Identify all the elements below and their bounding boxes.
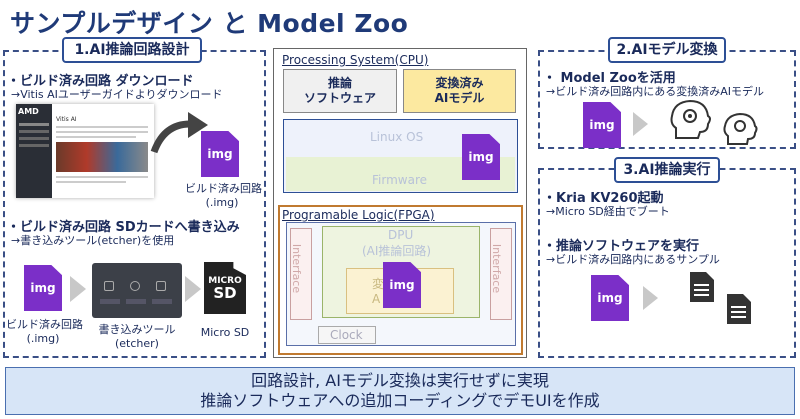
- dpu-label: DPU: [388, 228, 414, 242]
- section-1-label: 1.AI推論回路設計: [62, 37, 202, 63]
- interface-left-box: [290, 228, 312, 320]
- document-icon: [690, 272, 714, 302]
- pl-label: Programable Logic(FPGA): [282, 208, 435, 222]
- chevron-right-icon: [70, 276, 86, 302]
- section-3-label: 3.AI推論実行: [614, 157, 720, 183]
- img-file-icon-inference: img: [591, 275, 629, 321]
- s3-bullet-run-software: ・推論ソフトウェアを実行: [543, 239, 700, 254]
- s2-bullet-model-zoo: ・ Model Zooを活用: [543, 71, 676, 86]
- img-file-icon-model: img: [583, 102, 621, 148]
- s1-bullet-sd-write: ・ビルド済み回路 SDカードへ書き込み: [7, 220, 240, 235]
- clock-label: Clock: [330, 328, 363, 342]
- prebuilt-img-file-icon: img: [201, 131, 239, 177]
- s3-bullet-kria-boot-sub: →Micro SD経由でブート: [546, 205, 670, 218]
- inference-software-box: 推論 ソフトウェア: [283, 69, 397, 113]
- s3-bullet-run-software-sub: →ビルド済み回路内にあるサンプル: [546, 253, 720, 266]
- chevron-right-icon-2: [185, 276, 201, 302]
- s3-bullet-kria-boot: ・Kria KV260起動: [543, 191, 664, 206]
- interface-right-label: Interface: [490, 243, 504, 294]
- dpu-inner-label-1: 変: [372, 277, 385, 291]
- summary-line-2: 推論ソフトウェアへの追加コーディングでデモUIを作成: [200, 391, 600, 410]
- s1-bullet-download-sub: →Vitis AIユーザーガイドよりダウンロード: [11, 88, 223, 101]
- amd-logo: AMD: [18, 107, 39, 116]
- micro-sd-caption: Micro SD: [200, 326, 250, 339]
- interface-left-label: Interface: [290, 243, 304, 294]
- dpu-inner-label-2: A: [372, 292, 381, 306]
- vitis-ai-doc-screenshot: AMD Vitis AI: [16, 104, 154, 198]
- s2-bullet-model-zoo-sub: →ビルド済み回路内にある変換済みAIモデル: [546, 85, 764, 98]
- doc-heading: Vitis AI: [56, 116, 77, 123]
- chevron-right-icon-3: [633, 112, 648, 136]
- s1-bullet-sd-write-sub: →書き込みツール(etcher)を使用: [11, 234, 175, 247]
- prebuilt-img-caption-2: ビルド済み回路(.img): [6, 318, 83, 345]
- interface-right-box: [490, 228, 512, 320]
- etcher-tool-screenshot: [92, 263, 182, 318]
- clock-box: [318, 326, 376, 344]
- section-2-label: 2.AIモデル変換: [608, 37, 726, 63]
- s1-bullet-download: ・ビルド済み回路 ダウンロード: [7, 74, 194, 89]
- dpu-sublabel: (AI推論回路): [362, 244, 432, 258]
- ai-brain-head-icon: [670, 99, 711, 139]
- document-icon-2: [727, 294, 751, 324]
- pl-region: [278, 205, 523, 355]
- etcher-caption: 書き込みツール(etcher): [98, 323, 176, 350]
- ps-label: Processing System(CPU): [282, 53, 429, 67]
- kria-board-panel: [273, 48, 527, 358]
- prebuilt-img-file-icon-2: img: [24, 265, 62, 311]
- firmware-label: Firmware: [372, 173, 427, 187]
- download-arrow: [150, 112, 208, 154]
- page-title: サンプルデザイン と Model Zoo: [10, 9, 409, 38]
- summary-banner: 回路設計, AIモデル変換は実行せずに実現 推論ソフトウェアへの追加コーディング…: [5, 367, 795, 415]
- ai-brain-head-icon-2: [723, 112, 758, 145]
- prebuilt-img-caption: ビルド済み回路(.img): [185, 182, 262, 209]
- img-file-icon-pl: img: [383, 262, 421, 308]
- converted-ai-model-box: 変換済み AIモデル: [403, 69, 516, 113]
- summary-line-1: 回路設計, AIモデル変換は実行せずに実現: [251, 371, 549, 390]
- chevron-right-icon-4: [643, 286, 658, 310]
- img-file-icon-ps: img: [462, 134, 500, 180]
- linux-os-label: Linux OS: [370, 130, 424, 144]
